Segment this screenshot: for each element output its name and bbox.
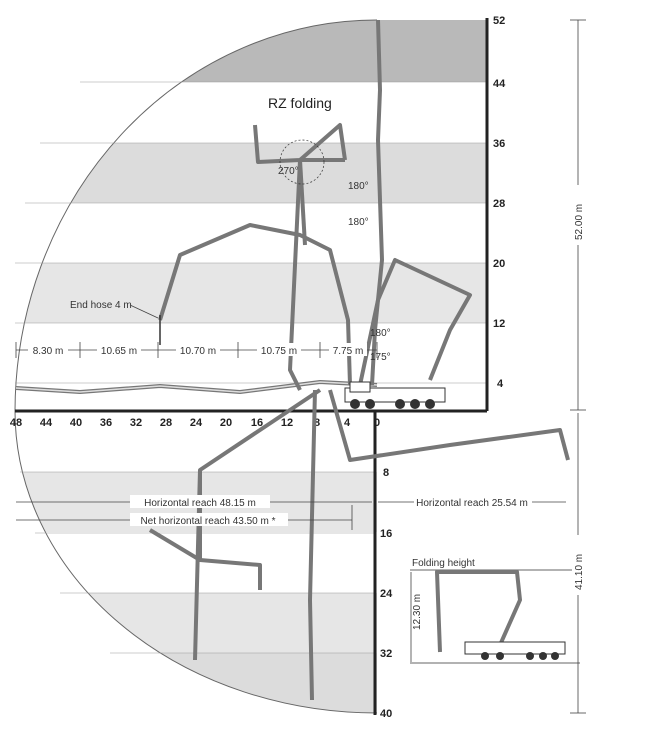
tick-label: 16 bbox=[251, 417, 263, 429]
section-length: 10.65 m bbox=[101, 346, 137, 357]
tick-label: 40 bbox=[380, 708, 392, 720]
band bbox=[15, 263, 487, 323]
tick-label: 12 bbox=[493, 318, 505, 330]
tick-label: 8 bbox=[314, 417, 320, 429]
tick-label: 44 bbox=[40, 417, 53, 429]
tick-label: 32 bbox=[130, 417, 142, 429]
tick-label: 28 bbox=[493, 198, 505, 210]
depth-reach-label: 41.10 m bbox=[574, 554, 585, 590]
tick-label: 36 bbox=[100, 417, 112, 429]
depth-axis-ticks: 8 16 24 32 40 bbox=[380, 467, 393, 720]
angle-label: 180° bbox=[348, 217, 369, 228]
end-hose-label: End hose 4 m bbox=[70, 300, 132, 311]
tick-label: 40 bbox=[70, 417, 82, 429]
tick-label: 32 bbox=[380, 648, 392, 660]
angle-label: 180° bbox=[370, 328, 391, 339]
tick-label: 16 bbox=[380, 528, 392, 540]
tick-label: 48 bbox=[10, 417, 22, 429]
tick-label: 24 bbox=[380, 588, 393, 600]
gridlines bbox=[15, 81, 487, 654]
rz-folding-title: RZ folding bbox=[268, 95, 332, 111]
tick-label: 24 bbox=[190, 417, 203, 429]
boom-positions bbox=[15, 19, 570, 701]
tick-label: 52 bbox=[493, 15, 505, 27]
tick-label: 0 bbox=[374, 417, 380, 429]
horizontal-reach-right-label: Horizontal reach 25.54 m bbox=[416, 498, 528, 509]
section-length: 10.75 m bbox=[261, 346, 297, 357]
upper-axis-ticks: 52 44 36 28 20 12 4 bbox=[493, 15, 506, 390]
tick-label: 28 bbox=[160, 417, 172, 429]
angle-label: 270° bbox=[278, 166, 299, 177]
angle-label: 175° bbox=[370, 352, 391, 363]
rotation-arc bbox=[279, 139, 325, 185]
folding-height-value: 12.30 m bbox=[412, 594, 423, 630]
angle-label: 180° bbox=[348, 181, 369, 192]
section-length: 8.30 m bbox=[33, 346, 64, 357]
horizontal-reach-label: Horizontal reach 48.15 m bbox=[144, 498, 256, 509]
truck-main bbox=[344, 381, 446, 409]
section-length: 7.75 m bbox=[333, 346, 364, 357]
folding-height-figure: Folding height 12.30 m bbox=[410, 558, 580, 664]
band bbox=[15, 20, 487, 82]
tick-label: 44 bbox=[493, 78, 506, 90]
band bbox=[15, 593, 377, 653]
reach-dimensions: Horizontal reach 48.15 m Net horizontal … bbox=[16, 19, 586, 714]
tick-label: 4 bbox=[497, 378, 504, 390]
section-length-dimensions: 8.30 m 10.65 m 10.70 m 10.75 m 7.75 m bbox=[15, 342, 378, 358]
horizontal-axis-ticks: 48 44 40 36 32 28 24 20 16 12 8 4 0 bbox=[10, 417, 380, 429]
band bbox=[15, 143, 487, 203]
tick-label: 20 bbox=[220, 417, 232, 429]
vertical-reach-label: 52.00 m bbox=[574, 204, 585, 240]
folding-height-label: Folding height bbox=[412, 558, 475, 569]
tick-label: 20 bbox=[493, 258, 505, 270]
section-length: 10.70 m bbox=[180, 346, 216, 357]
band bbox=[15, 653, 377, 713]
net-horizontal-reach-label: Net horizontal reach 43.50 m * bbox=[140, 516, 275, 527]
tick-label: 36 bbox=[493, 138, 505, 150]
tick-label: 8 bbox=[383, 467, 389, 479]
tick-label: 4 bbox=[344, 417, 351, 429]
tick-label: 12 bbox=[281, 417, 293, 429]
